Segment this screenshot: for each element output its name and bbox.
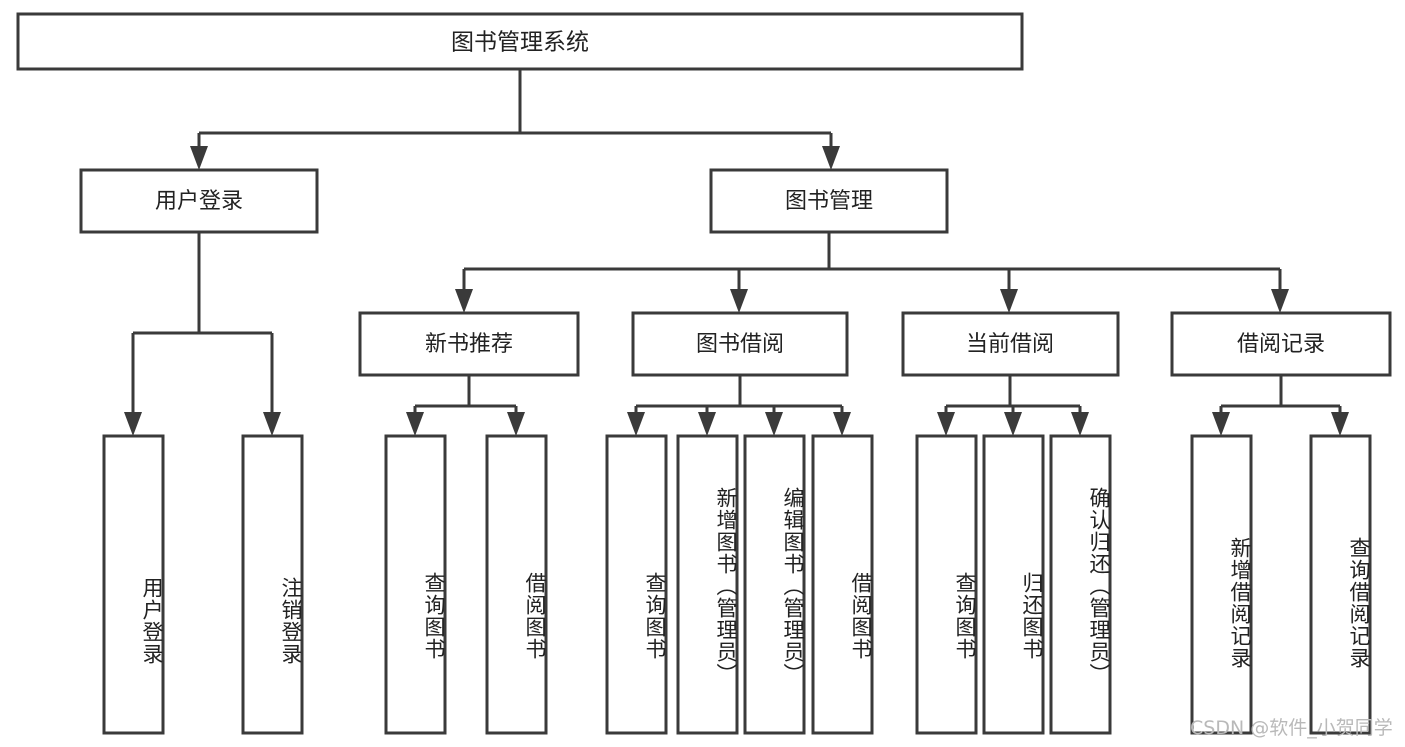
node-borrow-record[interactable]: 借阅记录 — [1170, 311, 1392, 377]
leaf-box-borrow-book-1[interactable] — [485, 434, 548, 735]
arrow-head-icon — [455, 289, 473, 313]
arrow-head-icon — [124, 412, 142, 436]
leaf-box-confirm-return[interactable] — [1049, 434, 1112, 735]
root-label: 图书管理系统 — [451, 30, 589, 56]
borrow-record-label: 借阅记录 — [1237, 332, 1325, 357]
arrow-head-icon — [263, 412, 281, 436]
root-box[interactable] — [16, 12, 1024, 71]
leaf-box-add-record[interactable] — [1190, 434, 1253, 735]
arrow-head-icon — [507, 412, 525, 436]
node-root[interactable]: 图书管理系统 — [16, 12, 1024, 71]
edge-current-borrow-to-leaves — [937, 375, 1089, 436]
node-current-borrow[interactable]: 当前借阅 — [901, 311, 1120, 377]
current-borrow-label: 当前借阅 — [966, 332, 1054, 357]
edge-book-borrow-to-leaves — [627, 375, 851, 436]
arrow-head-icon — [190, 146, 208, 170]
edge-book-manage-to-level3 — [455, 232, 1289, 313]
leaf-box-edit-book[interactable] — [743, 434, 806, 735]
edge-user-login-to-leaves — [124, 232, 281, 436]
leaf-box-query-book-3[interactable] — [915, 434, 978, 735]
node-user-login[interactable]: 用户登录 — [79, 168, 319, 234]
arrow-head-icon — [1004, 412, 1022, 436]
edge-root-to-level2 — [190, 69, 840, 170]
arrow-head-icon — [822, 146, 840, 170]
new-book-rec-box[interactable] — [358, 311, 580, 377]
node-book-manage[interactable]: 图书管理 — [709, 168, 949, 234]
node-new-book-rec[interactable]: 新书推荐 — [358, 311, 580, 377]
user-login-box[interactable] — [79, 168, 319, 234]
arrow-head-icon — [1331, 412, 1349, 436]
leaf-box-query-book-1[interactable] — [384, 434, 447, 735]
edge-new-book-rec-to-leaves — [406, 375, 525, 436]
book-borrow-label: 图书借阅 — [696, 332, 784, 357]
arrow-head-icon — [406, 412, 424, 436]
leaf-box-logout[interactable] — [241, 434, 304, 735]
leaf-box-return-book[interactable] — [982, 434, 1045, 735]
arrow-head-icon — [698, 412, 716, 436]
arrow-head-icon — [730, 289, 748, 313]
book-manage-label: 图书管理 — [785, 189, 873, 214]
arrow-head-icon — [1000, 289, 1018, 313]
leaf-box-user-login[interactable] — [102, 434, 165, 735]
current-borrow-box[interactable] — [901, 311, 1120, 377]
leaf-box-query-record[interactable] — [1309, 434, 1372, 735]
arrow-head-icon — [833, 412, 851, 436]
arrow-head-icon — [937, 412, 955, 436]
arrow-head-icon — [1212, 412, 1230, 436]
arrow-head-icon — [1071, 412, 1089, 436]
arrow-head-icon — [627, 412, 645, 436]
node-book-borrow[interactable]: 图书借阅 — [631, 311, 849, 377]
leaf-box-query-book-2[interactable] — [605, 434, 668, 735]
edge-borrow-record-to-leaves — [1212, 375, 1349, 436]
leaf-box-add-book[interactable] — [676, 434, 739, 735]
user-login-label: 用户登录 — [155, 189, 243, 214]
arrow-head-icon — [765, 412, 783, 436]
arrow-head-icon — [1271, 289, 1289, 313]
leaf-box-borrow-book-2[interactable] — [811, 434, 874, 735]
new-book-rec-label: 新书推荐 — [425, 332, 513, 357]
leaf-boxes — [102, 434, 1372, 735]
